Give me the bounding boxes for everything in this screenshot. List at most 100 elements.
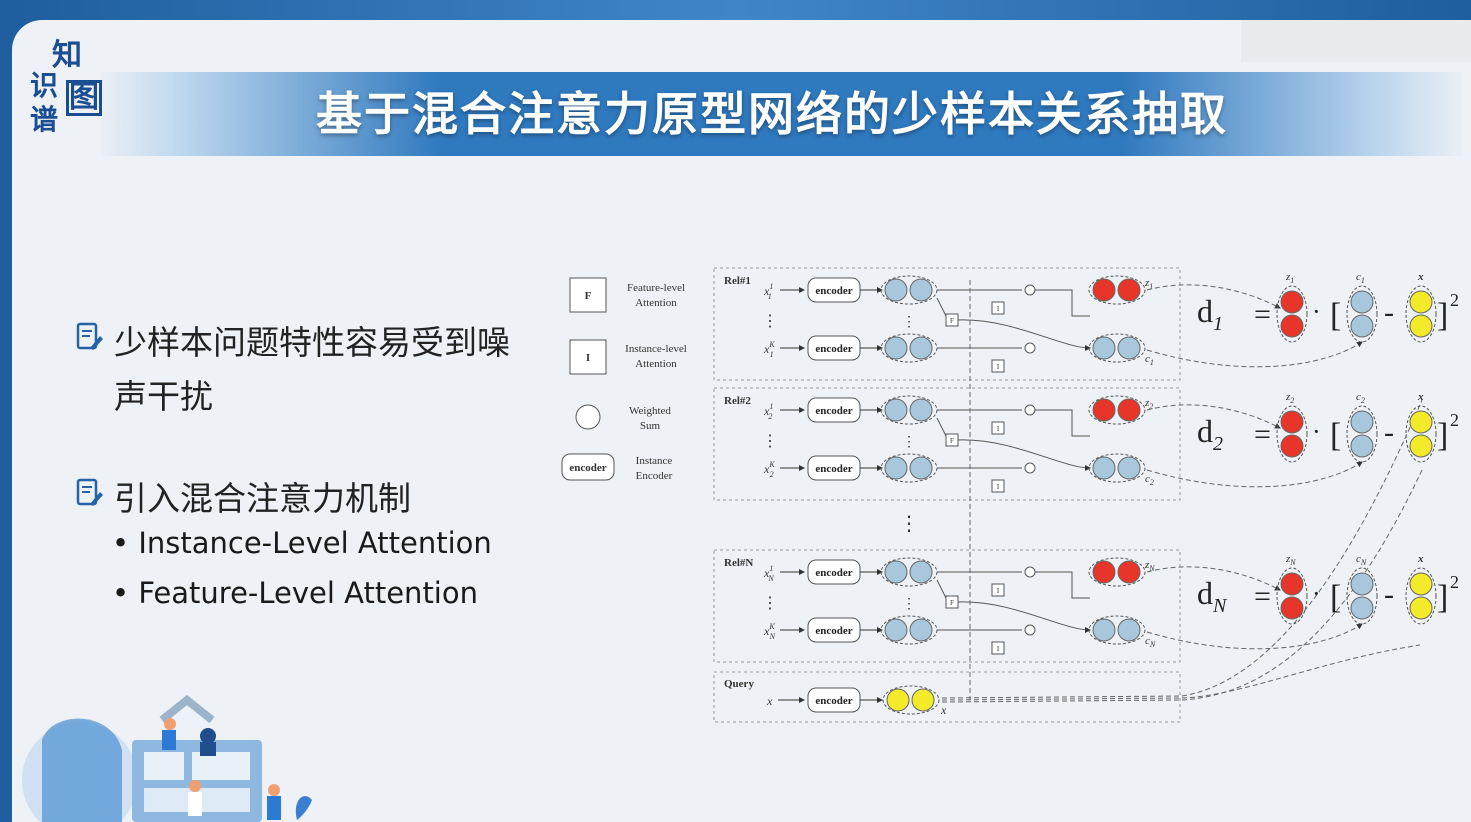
right-bracket: ] [1437, 417, 1448, 454]
distance-equation: d2=z2·[c2-x]2 [1197, 391, 1459, 463]
group-ellipsis: ⋮ [899, 511, 919, 535]
legend-weighted-sum-circle [575, 404, 601, 430]
row-ellipsis: ⋮ [762, 595, 778, 612]
query-encoder-label: encoder [815, 695, 852, 707]
prototype-c-outline [1088, 615, 1146, 645]
prototype-z-node [1117, 278, 1141, 302]
z-label: z1 [1285, 271, 1294, 285]
z-label: z2 [1285, 391, 1294, 405]
instance-vector-node [909, 278, 933, 302]
prototype-c-node [1117, 336, 1141, 360]
instance-vector-node [884, 336, 908, 360]
x-label: x [1417, 553, 1424, 565]
left-bracket: [ [1330, 297, 1341, 334]
query-output: x [940, 703, 947, 717]
instance-vector-node [909, 336, 933, 360]
c-label: cN [1356, 553, 1367, 567]
instance-attention-box [991, 479, 1005, 493]
weighted-sum-node [1024, 284, 1036, 296]
prototype-z-label: zN [1144, 559, 1155, 573]
instance-attention-symbol: I [997, 425, 1000, 433]
encoder-label: encoder [815, 567, 852, 579]
legend-weighted-label: Sum [640, 420, 661, 432]
encoder-label: encoder [815, 343, 852, 355]
x-label: x [1417, 271, 1424, 283]
instance-attention-box [991, 359, 1005, 373]
legend-encoder-symbol: encoder [569, 462, 606, 474]
legend-encoder-box [561, 453, 615, 481]
document-pen-icon [76, 478, 103, 506]
prototype-z-outline [1088, 395, 1146, 425]
legend-encoder-label: Instance [636, 455, 673, 467]
equals-sign: = [1254, 298, 1271, 331]
distance-equation: d1=z1·[c1-x]2 [1197, 271, 1459, 343]
instance-vector-node [909, 398, 933, 422]
instance-attention-box [991, 641, 1005, 655]
c-vector-node [1350, 596, 1374, 620]
legend: F Feature-level Attention I Instance-lev… [561, 277, 687, 482]
z-vector-node [1280, 290, 1304, 314]
subbullet-1: • Instance-Level Attention [112, 526, 492, 560]
instance-attention-symbol: I [997, 305, 1000, 313]
power-exponent: 2 [1450, 290, 1459, 310]
instance-attention-symbol: I [997, 363, 1000, 371]
row-ellipsis: ⋮ [902, 435, 916, 450]
logo: 知 识 图 谱 [30, 30, 120, 140]
z-vector-node [1280, 434, 1304, 458]
prototype-z-node [1092, 398, 1116, 422]
prototype-z-node [1092, 278, 1116, 302]
minus-sign: - [1384, 578, 1394, 611]
x-label: x [1417, 391, 1424, 403]
document-pen-icon [76, 322, 103, 350]
prototype-c-label: cN [1145, 635, 1156, 649]
row-ellipsis: ⋮ [762, 313, 778, 330]
legend-feature-box [569, 277, 607, 313]
power-exponent: 2 [1450, 572, 1459, 592]
minus-sign: - [1384, 296, 1394, 329]
legend-instance-box [569, 339, 607, 375]
prototype-c-node [1117, 618, 1141, 642]
slide: 知 识 图 谱 基于混合注意力原型网络的少样本关系抽取 少样本问题特性容易受到噪… [12, 20, 1471, 822]
prototype-c-outline [1088, 333, 1146, 363]
logo-char: 识 [30, 69, 59, 102]
legend-instance-label: Attention [635, 358, 677, 370]
feature-attention-symbol: F [950, 317, 954, 325]
weighted-sum-node [1024, 404, 1036, 416]
logo-char: 谱 [30, 103, 59, 136]
z-vector-node [1280, 410, 1304, 434]
prototype-z-outline [1088, 275, 1146, 305]
group-frame [713, 267, 1181, 381]
prototype-z-label: z2 [1144, 397, 1153, 411]
z-label: zN [1285, 553, 1296, 567]
instance-vector-node [884, 560, 908, 584]
row-ellipsis: ⋮ [762, 433, 778, 450]
dot-operator: · [1312, 579, 1321, 608]
prototype-z-label: z1 [1144, 277, 1153, 291]
instance-attention-symbol: I [997, 483, 1000, 491]
legend-feature-symbol: F [585, 290, 592, 302]
distance-symbol: d2 [1197, 413, 1223, 455]
legend-instance-symbol: I [586, 352, 590, 364]
hybrid-attention-prototype-diagram: F Feature-level Attention I Instance-lev… [561, 267, 1459, 723]
weighted-sum-node [1024, 462, 1036, 474]
group-frame [713, 387, 1181, 501]
page-title: 基于混合注意力原型网络的少样本关系抽取 [316, 87, 1228, 141]
query-block: Query x encoder x [713, 280, 1423, 723]
subbullet-2: • Feature-Level Attention [112, 576, 478, 610]
row-ellipsis: ⋮ [902, 597, 916, 612]
instance-vector-node [884, 278, 908, 302]
logo-char: 知 [52, 38, 82, 73]
weighted-sum-node [1024, 342, 1036, 354]
prototype-c-node [1092, 618, 1116, 642]
distance-symbol: dN [1197, 575, 1228, 617]
c-vector-node [1350, 572, 1374, 596]
legend-feature-label: Feature-level [627, 282, 685, 294]
bullet-1: 少样本问题特性容易受到噪声干扰 [114, 323, 510, 416]
prototype-z-node [1092, 560, 1116, 584]
prototype-c-node [1092, 456, 1116, 480]
